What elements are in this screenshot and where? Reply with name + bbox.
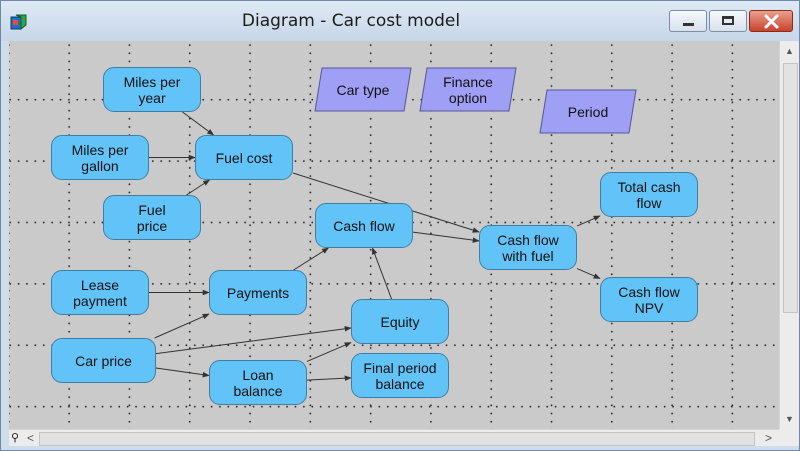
decision-period[interactable]: Period — [539, 89, 637, 134]
scrollbar-corner — [779, 429, 799, 446]
decision-label: Period — [567, 103, 609, 120]
decision-finance-option[interactable]: Finance option — [419, 67, 517, 112]
minimize-icon — [683, 23, 694, 26]
node-fuel-price[interactable]: Fuel price — [103, 195, 201, 240]
app-model-icon[interactable] — [10, 13, 28, 31]
arrow-fuel-cost-to-cash-flow-with-fuel[interactable] — [292, 172, 480, 233]
diagram-canvas[interactable]: Miles per year Miles per gallon Fuel cos… — [9, 41, 779, 429]
close-button[interactable] — [749, 10, 793, 32]
minimize-button[interactable] — [669, 10, 707, 32]
decision-label: Finance option — [443, 73, 493, 106]
node-payments[interactable]: Payments — [209, 270, 307, 315]
decision-shape — [419, 67, 517, 112]
arrow-miles-per-year-to-fuel-cost[interactable] — [182, 111, 215, 136]
maximize-button[interactable] — [709, 10, 747, 32]
decision-shape — [314, 67, 412, 112]
decision-label: Car type — [336, 81, 390, 98]
node-final-period-balance[interactable]: Final period balance — [351, 353, 449, 398]
node-cash-flow[interactable]: Cash flow — [315, 203, 413, 248]
arrow-car-price-to-loan-balance[interactable] — [155, 367, 210, 378]
arrow-cash-flow-to-cash-flow-with-fuel[interactable] — [412, 231, 480, 243]
node-car-price[interactable]: Car price — [51, 338, 156, 383]
maximize-icon — [722, 16, 734, 25]
node-miles-per-gallon[interactable]: Miles per gallon — [51, 135, 149, 180]
arrow-fuel-price-to-fuel-cost[interactable] — [186, 179, 211, 196]
title-bar[interactable]: Diagram - Car cost model — [1, 1, 799, 41]
horizontal-scroll-thumb[interactable] — [39, 432, 755, 446]
decision-shape — [539, 89, 637, 134]
node-loan-balance[interactable]: Loan balance — [209, 360, 307, 405]
influence-arrows — [149, 111, 601, 382]
window-bottom-border — [1, 446, 799, 450]
node-cash-flow-npv[interactable]: Cash flow NPV — [600, 277, 698, 322]
arrow-payments-to-cash-flow[interactable] — [293, 247, 329, 271]
close-icon — [764, 14, 779, 29]
node-miles-per-year[interactable]: Miles per year — [103, 67, 201, 112]
node-lease-payment[interactable]: Lease payment — [51, 270, 149, 315]
window-title: Diagram - Car cost model — [241, 11, 461, 31]
arrow-loan-balance-to-equity[interactable] — [306, 342, 352, 362]
window-left-border — [1, 41, 9, 446]
horizontal-scrollbar[interactable]: < > — [9, 429, 779, 447]
scroll-up-icon[interactable]: ▲ — [785, 46, 794, 56]
arrow-equity-to-cash-flow[interactable] — [371, 247, 393, 300]
arrow-loan-balance-to-final-period-balance[interactable] — [306, 375, 352, 382]
node-cash-flow-with-fuel[interactable]: Cash flow with fuel — [479, 225, 577, 270]
arrow-cash-flow-with-fuel-to-total-cash-flow[interactable] — [576, 215, 601, 227]
scroll-right-icon[interactable]: > — [765, 431, 773, 445]
vertical-scrollbar[interactable]: ▲ ▼ — [779, 41, 799, 429]
anchor-icon[interactable]: ⚲ — [11, 432, 20, 444]
arrow-car-price-to-payments[interactable] — [154, 313, 210, 339]
vertical-scroll-thumb[interactable] — [783, 63, 798, 313]
scroll-left-icon[interactable]: < — [27, 431, 35, 445]
node-equity[interactable]: Equity — [351, 299, 449, 344]
decision-car-type[interactable]: Car type — [314, 67, 412, 112]
node-total-cash-flow[interactable]: Total cash flow — [600, 172, 698, 217]
arrow-cash-flow-with-fuel-to-cash-flow-npv[interactable] — [576, 268, 601, 279]
scroll-down-icon[interactable]: ▼ — [785, 414, 794, 424]
node-fuel-cost[interactable]: Fuel cost — [195, 135, 293, 180]
arrow-car-price-to-equity[interactable] — [155, 325, 352, 355]
